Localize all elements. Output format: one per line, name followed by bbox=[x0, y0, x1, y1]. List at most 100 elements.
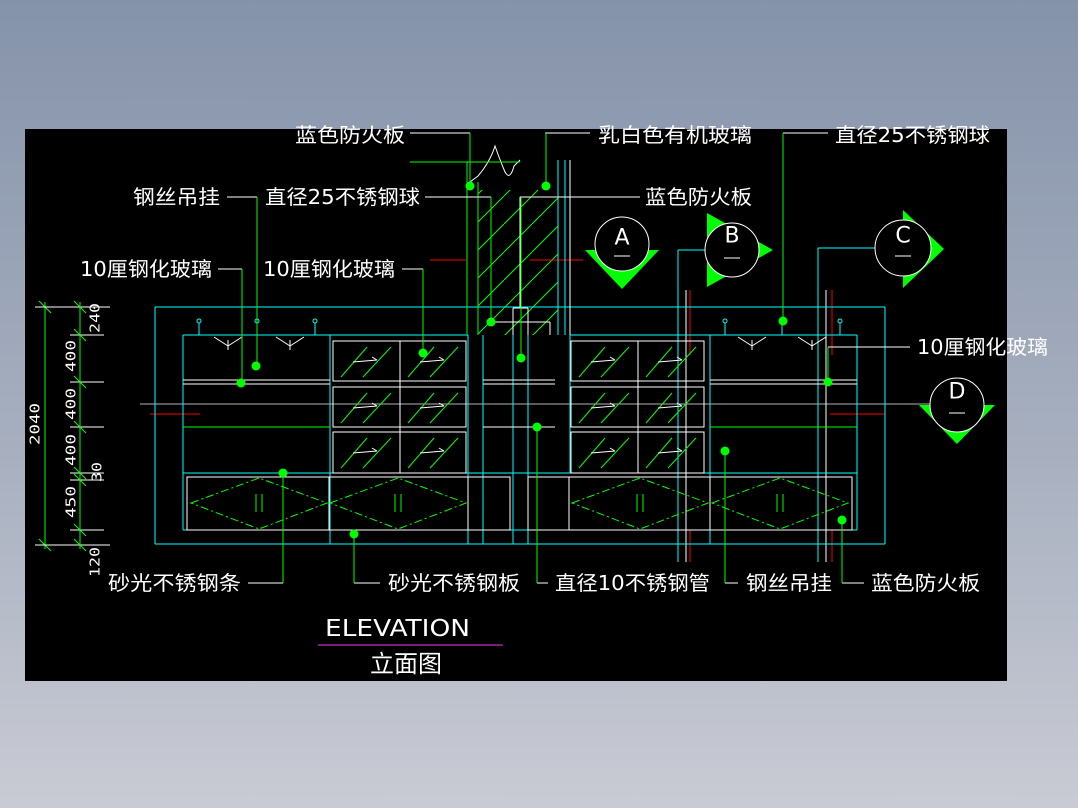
dimension-tick bbox=[73, 375, 87, 389]
dimension-tick bbox=[73, 300, 87, 314]
drawer-glass-hatch bbox=[429, 346, 459, 378]
base-panel bbox=[527, 476, 853, 531]
drawer-arrow bbox=[590, 450, 616, 454]
dimension-texts: 2040 240 400 400 400 30 450 120 bbox=[29, 303, 106, 577]
drawer-glass-hatch bbox=[600, 437, 630, 469]
callout-tempered-glass-10-center: 10厘钢化玻璃 bbox=[263, 257, 395, 281]
section-markers-layer bbox=[585, 210, 995, 444]
leader-dot bbox=[541, 181, 551, 191]
base-panel bbox=[186, 476, 511, 531]
door-diamond-inlay bbox=[328, 477, 468, 530]
drawer-arrow bbox=[371, 356, 378, 361]
drawer-arrow bbox=[676, 356, 683, 361]
drawer-glass-hatch bbox=[362, 437, 392, 469]
drawer-arrow bbox=[609, 356, 616, 361]
drawer-arrow bbox=[419, 450, 445, 454]
drawer-arrow bbox=[657, 450, 683, 454]
drawer-arrow bbox=[438, 402, 445, 407]
leader-dot bbox=[486, 317, 496, 327]
section-marker-c-circle bbox=[874, 219, 932, 277]
drawer-arrow bbox=[352, 359, 378, 363]
leader-dot bbox=[236, 378, 246, 388]
leader-dot bbox=[823, 377, 833, 387]
dimension-segment-5: 30 bbox=[91, 462, 106, 482]
leader-dot bbox=[837, 515, 847, 525]
leader-dot bbox=[465, 181, 475, 191]
leader-dot bbox=[418, 348, 428, 358]
glass-clip bbox=[811, 336, 827, 347]
callout-blue-fireproof-board-top: 蓝色防火板 bbox=[295, 123, 405, 147]
door-diamond-inlay bbox=[189, 477, 329, 530]
linework-layer bbox=[35, 132, 930, 584]
drawer-glass-hatch bbox=[362, 346, 392, 378]
section-marker-c-label: C bbox=[895, 224, 910, 249]
section-marker-b-label: B bbox=[724, 224, 739, 249]
section-marker-b-circle bbox=[704, 222, 760, 278]
drawer-arrow bbox=[609, 447, 616, 452]
glass-clip bbox=[289, 336, 305, 347]
dimension-tick bbox=[73, 328, 87, 342]
section-marker-a-label: A bbox=[614, 226, 629, 251]
drawer-glass-hatch bbox=[600, 392, 630, 424]
drawer-glass-hatch bbox=[429, 392, 459, 424]
leader-dot bbox=[720, 446, 730, 456]
callout-brushed-steel-strip: 砂光不锈钢条 bbox=[108, 571, 241, 595]
dimension-tick bbox=[73, 466, 87, 480]
drawer-arrow bbox=[676, 402, 683, 407]
section-marker-d-circle bbox=[929, 377, 985, 433]
callout-steel-ball-25-right: 直径25不锈钢球 bbox=[835, 123, 990, 147]
callout-blue-fireproof-board-column: 蓝色防火板 bbox=[645, 185, 752, 209]
leader-dot bbox=[349, 529, 359, 539]
drawer-arrow bbox=[352, 405, 378, 409]
dimension-tick bbox=[73, 420, 87, 434]
drawer-arrow bbox=[438, 447, 445, 452]
drawer-arrow bbox=[371, 447, 378, 452]
drawer-glass-hatch bbox=[667, 346, 697, 378]
callout-labels: 蓝色防火板 乳白色有机玻璃 直径25不锈钢球 钢丝吊挂 直径25不锈钢球 蓝色防… bbox=[80, 123, 1048, 595]
break-line bbox=[469, 144, 521, 183]
callout-steel-tube-10: 直径10不锈钢管 bbox=[555, 571, 710, 595]
callout-milky-white-acrylic: 乳白色有机玻璃 bbox=[598, 123, 752, 147]
leader-dot bbox=[251, 361, 261, 371]
dimension-tick bbox=[73, 538, 87, 552]
drawer-arrow bbox=[590, 405, 616, 409]
glass-clip bbox=[275, 336, 291, 347]
drawer-glass-hatch bbox=[429, 437, 459, 469]
callout-wire-hanger-left: 钢丝吊挂 bbox=[133, 185, 220, 209]
dimension-segment-1: 240 bbox=[89, 303, 104, 333]
dimension-segment-6: 450 bbox=[65, 486, 80, 518]
view-title-en: ELEVATION bbox=[325, 616, 470, 642]
section-marker-letters: A B C D bbox=[614, 224, 965, 405]
callout-brushed-steel-plate: 砂光不锈钢板 bbox=[388, 571, 520, 595]
door-diamond-inlay bbox=[570, 477, 710, 530]
callout-tempered-glass-10-left: 10厘钢化玻璃 bbox=[80, 257, 212, 281]
drawer-arrow bbox=[438, 356, 445, 361]
dimension-tick bbox=[73, 523, 87, 537]
drawer-glass-hatch bbox=[667, 437, 697, 469]
dimension-segment-7: 120 bbox=[89, 547, 104, 577]
dimension-segment-3: 400 bbox=[65, 388, 80, 420]
section-marker-a-circle bbox=[594, 216, 650, 272]
leader-dot bbox=[778, 316, 788, 326]
leader-dot bbox=[278, 468, 288, 478]
drawer-arrow bbox=[609, 402, 616, 407]
view-title-cn: 立面图 bbox=[370, 650, 442, 678]
glass-clip bbox=[213, 336, 229, 347]
column-glass-hatch bbox=[478, 190, 558, 335]
callout-steel-ball-25-left: 直径25不锈钢球 bbox=[265, 185, 420, 209]
drawer-arrow bbox=[657, 359, 683, 363]
drawer-glass-hatch bbox=[362, 392, 392, 424]
glass-clip bbox=[751, 336, 767, 347]
glass-clip bbox=[797, 336, 813, 347]
door-diamond-inlay bbox=[710, 477, 850, 530]
view-title-block: ELEVATION 立面图 bbox=[318, 616, 503, 678]
drawer-glass-hatch bbox=[667, 392, 697, 424]
leader-dot bbox=[516, 353, 526, 363]
leader-dot bbox=[532, 422, 542, 432]
drawer-arrow bbox=[419, 405, 445, 409]
glass-clip bbox=[737, 336, 753, 347]
dimension-segment-4: 400 bbox=[65, 434, 80, 466]
section-marker-d-label: D bbox=[949, 380, 966, 405]
callout-wire-hanger-right: 钢丝吊挂 bbox=[746, 571, 832, 595]
